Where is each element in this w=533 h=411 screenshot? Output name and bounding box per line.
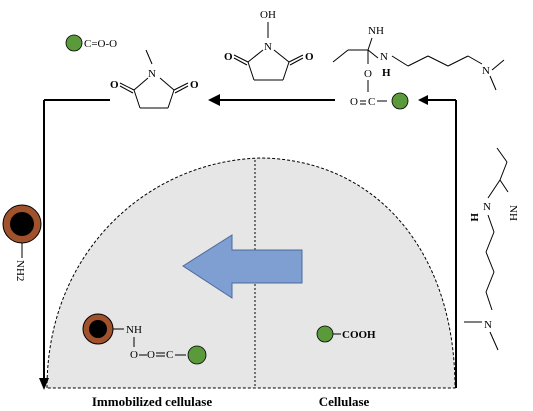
immobilized-cellulase-caption: Immobilized cellulase bbox=[92, 394, 212, 409]
activated-ester-label: C=O-O bbox=[84, 38, 117, 50]
arrow-head-edc bbox=[418, 95, 428, 105]
edc-o-bottom-label: O bbox=[350, 96, 358, 108]
edc-n-label: N bbox=[380, 51, 388, 63]
cellulase-caption: Cellulase bbox=[319, 394, 370, 409]
right-h-label: H bbox=[468, 213, 480, 222]
free-enzyme-icon bbox=[316, 325, 334, 343]
particle-nh2-label: NH2 bbox=[14, 260, 26, 281]
immobilized-nh-label: NH bbox=[126, 324, 142, 336]
hydroxy-nhs-o-right-label: O bbox=[305, 51, 314, 63]
arrow-head-down bbox=[39, 378, 49, 390]
immobilization-arrow-icon bbox=[182, 234, 303, 299]
right-n-low-label: N bbox=[484, 319, 492, 331]
hydroxy-nhs-n-label: N bbox=[264, 41, 272, 53]
edc-n-right-label: N bbox=[482, 65, 490, 77]
edc-intermediate-structure bbox=[332, 37, 505, 92]
nhs-o-left-label: O bbox=[110, 79, 119, 91]
hydroxy-nhs-o-left-label: O bbox=[224, 51, 233, 63]
cellulase-cooh-label: COOH bbox=[342, 329, 376, 341]
nhs-o-right-label: O bbox=[190, 79, 199, 91]
immobilized-o-label: O bbox=[130, 349, 138, 361]
edc-nh-label: NH bbox=[368, 25, 384, 37]
edc-h-label: H bbox=[382, 67, 391, 79]
immobilized-c-label: C bbox=[166, 349, 173, 361]
nhs-n-label: N bbox=[148, 68, 156, 80]
right-n-mid-label: N bbox=[483, 201, 491, 213]
edc-enzyme-icon bbox=[391, 92, 409, 110]
immobilized-enzyme-icon bbox=[187, 345, 207, 365]
enzyme-icon bbox=[65, 34, 83, 52]
hydroxy-nhs-ring bbox=[233, 49, 304, 81]
nhs-ring bbox=[119, 77, 189, 109]
right-nh-label: NH bbox=[507, 205, 519, 221]
edc-o-label: O bbox=[364, 68, 372, 80]
hydroxy-nhs-oh-label: OH bbox=[260, 9, 276, 21]
immobilized-o2-label: O bbox=[147, 349, 155, 361]
edc-vertical-structure bbox=[464, 147, 509, 351]
edc-c-label: C bbox=[368, 96, 375, 108]
arrow-head-nhs bbox=[208, 94, 220, 106]
